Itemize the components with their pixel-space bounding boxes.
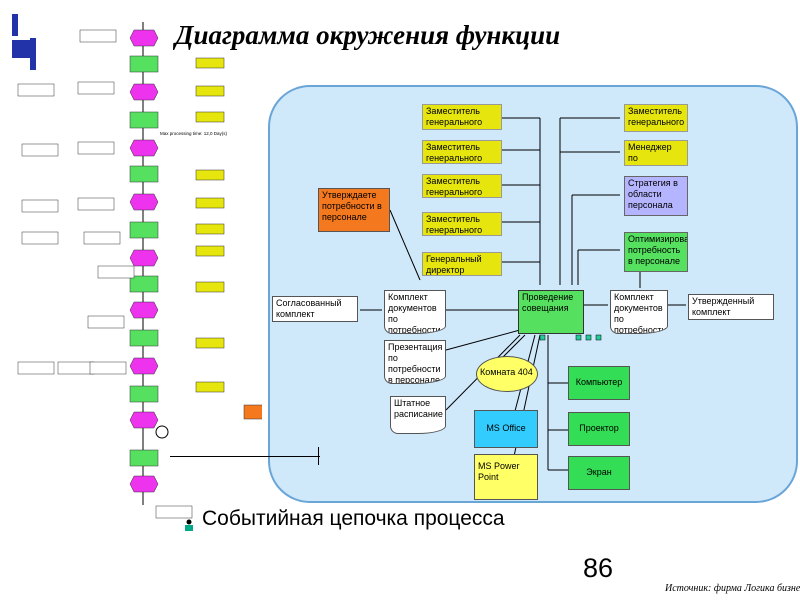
chain-document [21, 199, 59, 213]
process-caption: Событийная цепочка процесса [202, 507, 505, 530]
chain-event [129, 301, 159, 319]
participant-role-2-label: Менеджер по персоналу [628, 142, 672, 165]
input-doc-label: Комплект документов по потребности в пер… [388, 292, 441, 334]
chain-document [21, 143, 59, 157]
chain-function [129, 221, 159, 239]
chain-operator [155, 425, 169, 439]
chain-function [129, 111, 159, 129]
executor-role-3: Заместитель генерального по... [422, 174, 502, 198]
chain-function [129, 275, 159, 293]
participant-role-1: Заместитель генерального по... [624, 104, 688, 132]
chain-document [77, 141, 115, 155]
staff-schedule-doc: Штатное расписание [390, 396, 446, 434]
chain-event [129, 193, 159, 211]
executor-role-3-label: Заместитель генерального по... [426, 176, 483, 197]
room-location: Комната 404 [476, 356, 538, 392]
executor-role-1-label: Заместитель генерального по... [426, 106, 483, 129]
executor-role-1: Заместитель генерального по... [422, 104, 502, 130]
screen-hardware: Экран [568, 456, 630, 490]
chain-role [195, 337, 225, 349]
connector-tick [318, 447, 319, 465]
chain-event [129, 139, 159, 157]
chain-event [129, 475, 159, 493]
optimized-need-label: Оптимизированная потребность в персонале [628, 234, 688, 266]
goal-label: Стратегия в области персонала [628, 178, 678, 210]
central-function-box: Проведение совещания [518, 290, 584, 334]
chain-document [17, 361, 55, 375]
executor-role-4-label: Заместитель генерального по... [426, 214, 483, 235]
computer-label: Компьютер [575, 377, 623, 387]
chain-role [195, 223, 225, 235]
page-title: Диаграмма окружения функции [175, 20, 561, 50]
chain-document [77, 197, 115, 211]
participant-role-2: Менеджер по персоналу [624, 140, 688, 166]
target-function-label: Утверждаете потребности в персонале [322, 190, 382, 222]
chain-event [129, 357, 159, 375]
chain-role [195, 85, 225, 97]
approved-set-label: Утвержденный комплект [692, 296, 755, 317]
presentation-doc: Презентация по потребности в персонале [384, 340, 446, 384]
central-function-label: Проведение совещания [522, 292, 574, 313]
executor-role-2: Заместитель генерального по... [422, 140, 502, 164]
chain-function [129, 55, 159, 73]
chain-role [195, 381, 225, 393]
room-label: Комната 404 [480, 367, 533, 377]
chain-document [87, 315, 125, 329]
screen-label: Экран [586, 467, 612, 477]
target-function-box: Утверждаете потребности в персонале [318, 188, 390, 232]
ms-powerpoint-label: MS Power Point [478, 461, 520, 482]
chain-role [195, 245, 225, 257]
source-note: Источник: фирма Логика бизнеса [665, 583, 800, 594]
computer-hardware: Компьютер [568, 366, 630, 400]
presentation-label: Презентация по потребности в персонале [388, 342, 443, 384]
participant-role-1-label: Заместитель генерального по... [628, 106, 685, 131]
optimized-need-box: Оптимизированная потребность в персонале [624, 232, 688, 272]
ms-office-software: MS Office [474, 410, 538, 448]
chain-role [195, 197, 225, 209]
chain-event [129, 29, 159, 47]
chain-function [129, 385, 159, 403]
executor-role-4: Заместитель генерального по... [422, 212, 502, 236]
slide-number: 86 [583, 553, 614, 583]
chain-event [129, 411, 159, 429]
chain-role [195, 281, 225, 293]
chain-role [195, 111, 225, 123]
projector-hardware: Проектор [568, 412, 630, 446]
chain-document [21, 231, 59, 245]
chain-document [155, 505, 193, 519]
chain-document [83, 231, 121, 245]
person-icon [183, 518, 195, 531]
executor-role-5: Генеральный директор [422, 252, 502, 276]
output-doc: Комплект документов по потребности в пер… [610, 290, 668, 334]
max-processing-label: Max processing time: 12,0 Day(s) [160, 131, 228, 136]
chain-role [195, 57, 225, 69]
chain-document [77, 81, 115, 95]
goal-box: Стратегия в области персонала [624, 176, 688, 216]
approved-set-doc: Утвержденный комплект [688, 294, 774, 320]
output-doc-label: Комплект документов по потребности в пер… [614, 292, 667, 334]
agreed-set-label: Согласованный комплект [276, 298, 342, 319]
connector-chain-to-zone [170, 456, 320, 457]
ms-powerpoint-software: MS Power Point [474, 454, 538, 500]
ms-office-label: MS Office [486, 423, 526, 433]
executor-role-2-label: Заместитель генерального по... [426, 142, 483, 163]
chain-document [89, 361, 127, 375]
chain-event [129, 83, 159, 101]
chain-document [17, 83, 55, 97]
input-doc: Комплект документов по потребности в пер… [384, 290, 446, 334]
chain-document [97, 265, 135, 279]
chain-function [129, 329, 159, 347]
chain-function [129, 449, 159, 467]
executor-role-5-label: Генеральный директор [426, 254, 482, 275]
chain-target-function [243, 404, 262, 420]
projector-label: Проектор [579, 423, 619, 433]
agreed-set-doc: Согласованный комплект [272, 296, 358, 322]
chain-document [79, 29, 117, 43]
chain-role [195, 169, 225, 181]
chain-event [129, 249, 159, 267]
process-chain-diagram [12, 14, 262, 519]
chain-function [129, 165, 159, 183]
staff-schedule-label: Штатное расписание [394, 398, 443, 419]
